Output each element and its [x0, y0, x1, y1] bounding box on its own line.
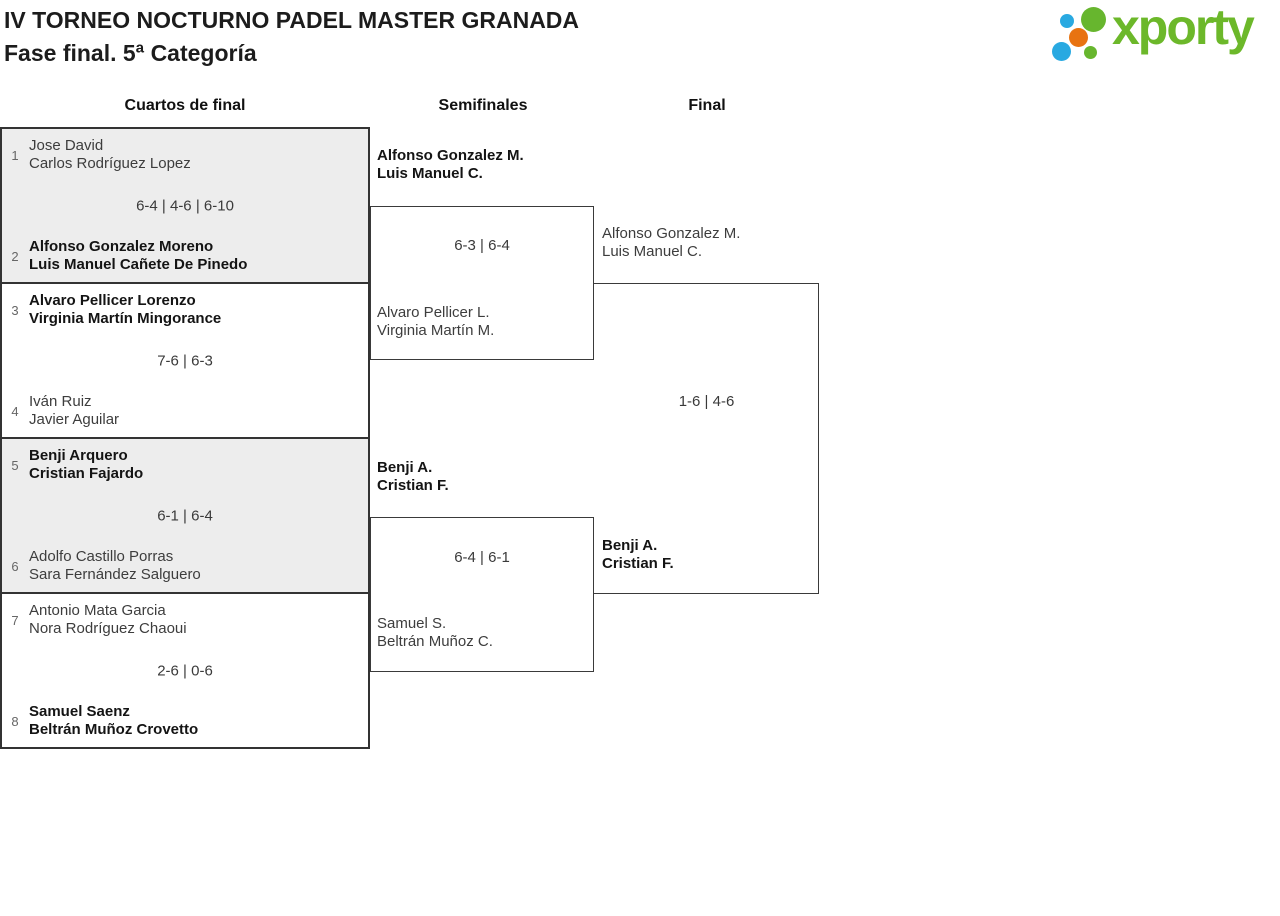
player-name: Sara Fernández Salguero — [29, 566, 201, 583]
player-name: Alfonso Gonzalez M. — [602, 225, 741, 242]
player-name: Antonio Mata Garcia — [29, 602, 166, 619]
player-name: Benji A. — [377, 459, 433, 476]
player-name: Adolfo Castillo Porras — [29, 548, 174, 565]
column-header-quarterfinals: Cuartos de final — [124, 97, 246, 114]
seed-badge: 5 — [11, 457, 19, 473]
final-box — [594, 283, 819, 594]
player-name: Virginia Martín Mingorance — [29, 310, 222, 327]
player-name: Luis Manuel C. — [377, 165, 483, 182]
seed-badge: 3 — [11, 302, 19, 318]
qf-match-3: 5 Benji Arquero Cristian Fajardo 6-1 | 6… — [2, 437, 368, 592]
sf2-score: 6-4 | 6-1 — [454, 549, 510, 566]
match-score: 7-6 | 6-3 — [157, 352, 213, 369]
sf1-score: 6-3 | 6-4 — [454, 237, 510, 254]
qf-match-1: 1 Jose David Carlos Rodríguez Lopez 6-4 … — [2, 129, 368, 282]
seed-badge: 4 — [11, 403, 19, 419]
player-name: Luis Manuel Cañete De Pinedo — [29, 256, 248, 273]
player-name: Alfonso Gonzalez M. — [377, 147, 524, 164]
player-name: Beltrán Muñoz C. — [377, 633, 493, 650]
team-names: Iván Ruiz Javier Aguilar — [29, 393, 119, 429]
qf-match-2: 3 Alvaro Pellicer Lorenzo Virginia Martí… — [2, 282, 368, 437]
team-row: 1 Jose David Carlos Rodríguez Lopez — [7, 137, 364, 173]
player-name: Alvaro Pellicer L. — [377, 304, 490, 321]
logo-dot-green-small-icon — [1084, 46, 1097, 59]
column-header-semifinals: Semifinales — [438, 97, 528, 114]
seed-badge: 8 — [11, 713, 19, 729]
team-row: 2 Alfonso Gonzalez Moreno Luis Manuel Ca… — [7, 238, 364, 274]
sf1-team-top: Alfonso Gonzalez M. Luis Manuel C. — [377, 147, 524, 183]
final-score: 1-6 | 4-6 — [678, 393, 735, 410]
team-row: 6 Adolfo Castillo Porras Sara Fernández … — [7, 548, 364, 584]
player-name: Cristian F. — [602, 555, 674, 572]
quarterfinals-column: 1 Jose David Carlos Rodríguez Lopez 6-4 … — [0, 127, 370, 749]
player-name: Cristian F. — [377, 477, 449, 494]
player-name: Jose David — [29, 137, 104, 154]
team-row: 5 Benji Arquero Cristian Fajardo — [7, 447, 364, 483]
xporty-logo[interactable]: xporty — [1048, 0, 1276, 70]
team-names: Antonio Mata Garcia Nora Rodríguez Chaou… — [29, 602, 187, 638]
player-name: Virginia Martín M. — [377, 322, 495, 339]
player-name: Nora Rodríguez Chaoui — [29, 620, 187, 637]
player-name: Javier Aguilar — [29, 411, 120, 428]
category-subtitle: Fase final. 5ª Categoría — [4, 40, 257, 66]
logo-dot-green-large-icon — [1081, 7, 1106, 32]
logo-dot-blue-small-icon — [1060, 14, 1074, 28]
logo-text: xporty — [1112, 0, 1255, 55]
tournament-title: IV TORNEO NOCTURNO PADEL MASTER GRANADA — [4, 7, 580, 33]
player-name: Samuel S. — [377, 615, 447, 632]
semifinal-1-box — [370, 206, 594, 360]
sf2-team-bottom: Samuel S. Beltrán Muñoz C. — [377, 615, 493, 651]
column-header-final: Final — [688, 97, 726, 114]
player-name: Luis Manuel C. — [602, 243, 703, 260]
player-name: Alvaro Pellicer Lorenzo — [29, 292, 196, 309]
seed-badge: 6 — [11, 558, 19, 574]
final-team-top: Alfonso Gonzalez M. Luis Manuel C. — [602, 225, 740, 261]
sf1-team-bottom: Alvaro Pellicer L. Virginia Martín M. — [377, 304, 494, 340]
player-name: Alfonso Gonzalez Moreno — [29, 238, 214, 255]
team-names: Adolfo Castillo Porras Sara Fernández Sa… — [29, 548, 201, 584]
player-name: Samuel Saenz — [29, 703, 130, 720]
seed-badge: 1 — [11, 147, 19, 163]
team-names: Alfonso Gonzalez Moreno Luis Manuel Cañe… — [29, 238, 247, 274]
player-name: Carlos Rodríguez Lopez — [29, 155, 191, 172]
player-name: Benji A. — [602, 537, 658, 554]
logo-dot-orange-icon — [1069, 28, 1088, 47]
team-row: 8 Samuel Saenz Beltrán Muñoz Crovetto — [7, 703, 364, 739]
semifinal-2-box — [370, 517, 594, 672]
player-name: Iván Ruiz — [29, 393, 92, 410]
team-row: 3 Alvaro Pellicer Lorenzo Virginia Martí… — [7, 292, 364, 328]
logo-dot-blue-large-icon — [1052, 42, 1071, 61]
team-names: Samuel Saenz Beltrán Muñoz Crovetto — [29, 703, 198, 739]
team-names: Benji Arquero Cristian Fajardo — [29, 447, 143, 483]
match-score: 6-4 | 4-6 | 6-10 — [136, 197, 234, 214]
final-winner: Benji A. Cristian F. — [602, 537, 674, 573]
sf2-team-top: Benji A. Cristian F. — [377, 459, 449, 495]
player-name: Benji Arquero — [29, 447, 128, 464]
team-names: Jose David Carlos Rodríguez Lopez — [29, 137, 191, 173]
seed-badge: 2 — [11, 248, 19, 264]
seed-badge: 7 — [11, 612, 19, 628]
page-header: IV TORNEO NOCTURNO PADEL MASTER GRANADA … — [4, 4, 579, 70]
qf-match-4: 7 Antonio Mata Garcia Nora Rodríguez Cha… — [2, 592, 368, 747]
player-name: Cristian Fajardo — [29, 465, 144, 482]
match-score: 2-6 | 0-6 — [157, 662, 213, 679]
team-names: Alvaro Pellicer Lorenzo Virginia Martín … — [29, 292, 221, 328]
team-row: 4 Iván Ruiz Javier Aguilar — [7, 393, 364, 429]
player-name: Beltrán Muñoz Crovetto — [29, 721, 199, 738]
match-score: 6-1 | 6-4 — [157, 507, 213, 524]
team-row: 7 Antonio Mata Garcia Nora Rodríguez Cha… — [7, 602, 364, 638]
